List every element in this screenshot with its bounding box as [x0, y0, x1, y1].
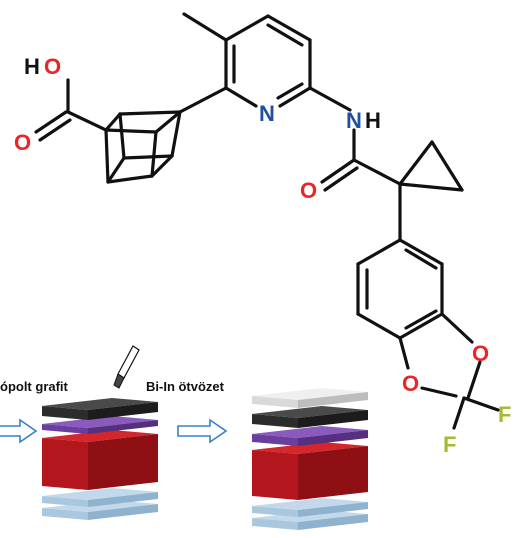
pyridine-n-label: N: [259, 101, 275, 126]
amide-n-label: N: [346, 108, 362, 133]
molecule-structure: H O O N N H O O O F F: [14, 12, 511, 457]
label-doped-graphite: ópolt grafit: [0, 379, 69, 394]
dioxole-o1-label: O: [472, 341, 489, 366]
fluorine-1-label: F: [498, 402, 511, 427]
dioxole-o2-label: O: [402, 371, 419, 396]
fluorine-2-label: F: [443, 432, 456, 457]
layer-stack-1: [42, 398, 158, 520]
layer-process-schematic: ópolt grafit Bi-In ötvözet: [0, 345, 368, 530]
benzodioxole-benzene-ring: [356, 238, 444, 340]
difluorodioxole-ring: [398, 312, 500, 430]
hydroxyl-h-label: H: [24, 54, 40, 79]
acid-carbonyl-o-label: O: [14, 130, 31, 155]
arrow-left-icon: [0, 418, 38, 444]
pyridine-ring: [182, 12, 312, 108]
cyclopropane-ring: [398, 140, 464, 242]
amide-o-label: O: [300, 178, 317, 203]
amide-linker: [308, 86, 402, 192]
carboxylic-acid-group: [34, 78, 108, 142]
layer-stack-2: [252, 388, 368, 530]
hydroxyl-o-label: O: [44, 54, 61, 79]
pen-applicator-icon: [113, 345, 140, 389]
cubane-cage: [104, 110, 182, 184]
arrow-middle-icon: [177, 418, 228, 444]
amide-h-label: H: [365, 108, 381, 133]
label-bi-in-alloy: Bi-In ötvözet: [146, 379, 225, 394]
